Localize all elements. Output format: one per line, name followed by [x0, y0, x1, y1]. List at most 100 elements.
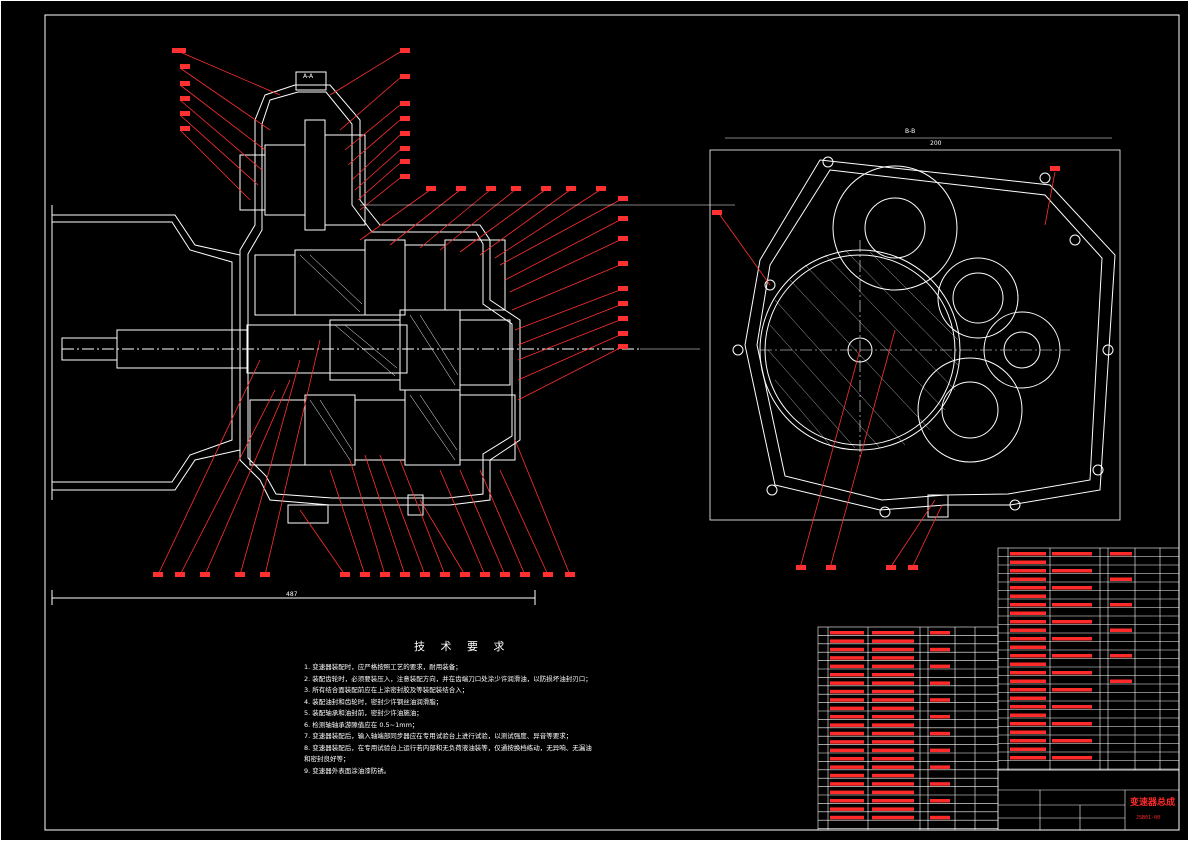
parts-list-entry — [830, 706, 864, 711]
parts-list-entry — [1052, 688, 1092, 692]
parts-list-entry — [830, 790, 864, 795]
parts-list-entry — [830, 748, 864, 753]
parts-list-entry — [1110, 628, 1132, 632]
parts-list-entry — [872, 706, 914, 711]
parts-list-entry — [872, 740, 914, 744]
parts-list-entry — [930, 698, 950, 702]
parts-list-entry — [1110, 603, 1132, 607]
parts-list-entry — [1052, 722, 1092, 726]
parts-list-entry — [830, 799, 864, 803]
parts-list-entry — [872, 765, 914, 769]
parts-list-entry — [930, 681, 950, 685]
parts-list-red-entries — [830, 552, 1132, 820]
section-mark-a: A-A — [303, 73, 314, 80]
parts-list-entry — [1010, 603, 1046, 607]
parts-list-entry — [830, 815, 864, 820]
projection-lines — [360, 204, 735, 350]
parts-list-entry — [872, 748, 914, 753]
parts-list-entry — [830, 647, 864, 652]
requirement-item: 5. 装配轴承和油封前，密封少许油施油； — [304, 709, 423, 717]
parts-list-entry — [1110, 654, 1132, 658]
leader-lines-right — [719, 171, 1056, 569]
parts-list-entry — [1052, 620, 1092, 624]
parts-list-entry — [872, 715, 914, 719]
title-block — [997, 769, 1180, 831]
parts-list-entry — [1052, 569, 1092, 573]
parts-list-entry — [1010, 586, 1046, 590]
parts-list-entry — [1010, 662, 1046, 666]
parts-list-entry — [1010, 654, 1046, 658]
parts-list-entry — [830, 631, 864, 635]
inner-frame — [44, 14, 1180, 831]
parts-list-entry — [930, 715, 950, 719]
parts-list-entry — [1010, 730, 1046, 734]
parts-list-entry — [872, 689, 914, 694]
parts-list-entry — [830, 807, 864, 811]
parts-list-entry — [830, 673, 864, 677]
requirement-item: 和密封良好等； — [304, 755, 350, 763]
parts-list-entry — [830, 689, 864, 694]
parts-list-entry — [930, 664, 950, 669]
parts-list-entry — [930, 799, 950, 803]
requirement-item: 4. 装配油封和齿轮时，密封少许钢丝油润滑脂； — [304, 697, 443, 706]
parts-list-entry — [830, 698, 864, 702]
parts-list-entry — [1010, 620, 1046, 624]
parts-list-entry — [1052, 705, 1092, 709]
parts-list-entry — [1010, 569, 1046, 573]
parts-list-entry — [1052, 603, 1092, 607]
parts-list-entry — [1010, 671, 1046, 675]
parts-list-entry — [1010, 679, 1046, 683]
parts-list-entry — [1110, 552, 1132, 556]
parts-list-entry — [1010, 552, 1046, 556]
parts-list-entry — [830, 731, 864, 736]
parts-list-entry — [830, 639, 864, 643]
parts-list-upper — [997, 547, 1180, 771]
parts-list-entry — [1010, 713, 1046, 717]
parts-list-entry — [930, 631, 950, 635]
parts-list-entry — [830, 681, 864, 685]
parts-list-entry — [1010, 739, 1046, 743]
parts-list-entry — [872, 664, 914, 669]
requirement-item: 6. 检测轴轴承游隙值应在 0.5~1mm； — [304, 720, 419, 729]
drawing-title: 变速器总成 — [1130, 798, 1176, 808]
parts-list-entry — [1052, 586, 1092, 590]
parts-list-entry — [872, 799, 914, 803]
parts-list-entry — [830, 757, 864, 761]
parts-list-entry — [1010, 722, 1046, 726]
parts-list-entry — [930, 815, 950, 820]
drawing-code: JSB01-00 — [1136, 815, 1161, 821]
parts-list-entry — [930, 782, 950, 786]
parts-list-entry — [830, 765, 864, 769]
parts-list-entry — [930, 765, 950, 769]
parts-list-entry — [872, 773, 914, 778]
parts-list-entry — [830, 664, 864, 669]
parts-list-entry — [872, 790, 914, 795]
parts-list-entry — [1110, 679, 1132, 683]
parts-list-entry — [1052, 739, 1092, 743]
parts-list-entry — [1010, 594, 1046, 598]
parts-list-entry — [930, 748, 950, 753]
technical-requirements-title: 技 术 要 求 — [414, 640, 511, 653]
section-mark-b: B-B — [905, 128, 915, 135]
parts-list-entry — [872, 723, 914, 727]
parts-list-entry — [872, 647, 914, 652]
parts-list-entry — [872, 698, 914, 702]
parts-list-entry — [930, 731, 950, 736]
leader-lines-left — [157, 51, 621, 576]
parts-list-entry — [872, 631, 914, 635]
parts-list-entry — [872, 639, 914, 643]
parts-list-entry — [830, 723, 864, 727]
parts-list-entry — [1052, 552, 1092, 556]
parts-list-entry — [872, 656, 914, 660]
parts-list-entry — [1010, 611, 1046, 615]
parts-list-entry — [872, 757, 914, 761]
parts-list-entry — [830, 715, 864, 719]
parts-list-entry — [1052, 637, 1092, 641]
parts-list-entry — [830, 656, 864, 660]
parts-list-entry — [1010, 696, 1046, 700]
parts-list-entry — [1010, 645, 1046, 649]
requirement-item: 3. 所有结合面装配前应在上涂密封胶及等装配装结合入； — [304, 686, 469, 694]
parts-list-entry — [1010, 577, 1046, 581]
part-balloons-right — [712, 166, 1060, 570]
parts-list-entry — [1010, 705, 1046, 709]
